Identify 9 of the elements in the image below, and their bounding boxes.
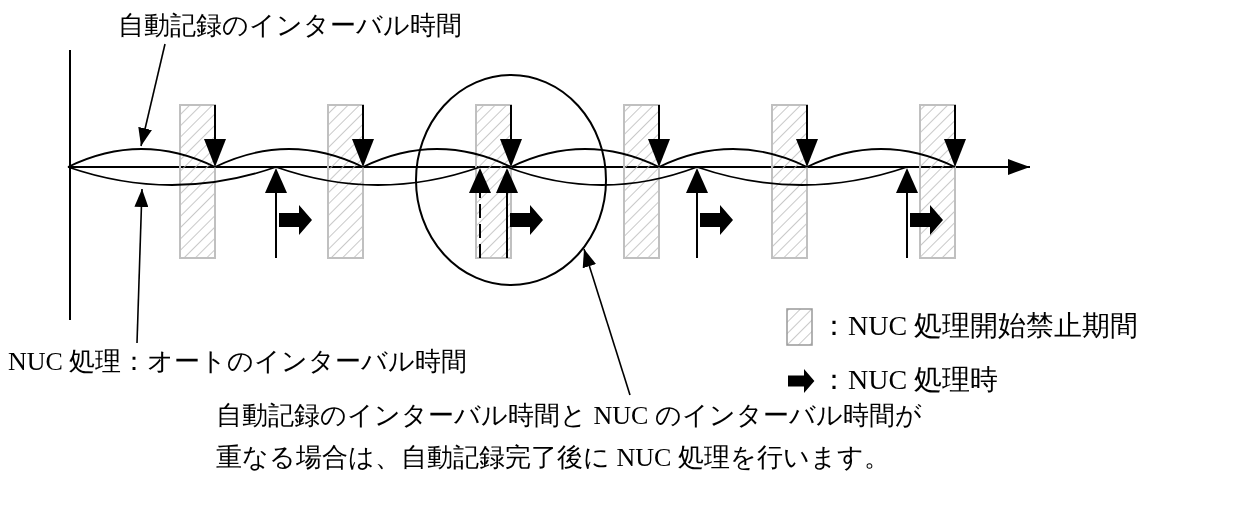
legend-text: ：NUC 処理時	[820, 363, 999, 397]
label-text: 自動記録のインターバル時間	[118, 6, 462, 44]
leader-line	[138, 43, 166, 147]
callout-text: 自動記録のインターバル時間と NUC のインターバル時間が重なる場合は、自動記録完了後に NUC 処理を行います。	[216, 395, 946, 479]
label-text: NUC 処理：オートのインターバル時間	[8, 343, 468, 381]
legend-text: ：NUC 処理開始禁止期間	[820, 309, 1139, 343]
leader-line	[134, 188, 149, 344]
highlight-circle	[415, 74, 607, 286]
leader-line	[582, 248, 631, 396]
